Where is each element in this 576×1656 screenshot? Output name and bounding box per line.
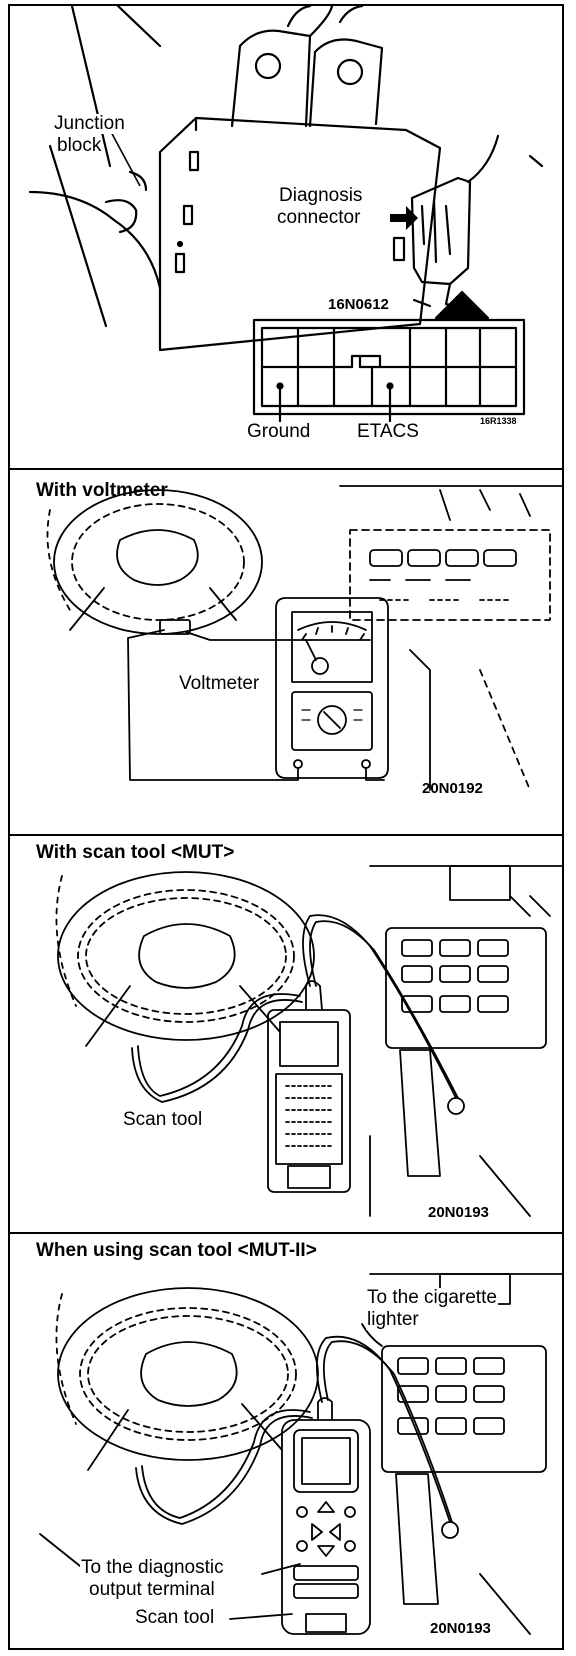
scan-tool-label: Scan tool: [122, 1109, 204, 1130]
panel-voltmeter: With voltmeter Voltmeter 20N0192: [10, 470, 562, 834]
pointer-arrow-icon: [390, 206, 418, 230]
cigarette-lighter-label-2: lighter: [366, 1309, 420, 1330]
etacs-label: ETACS: [356, 421, 420, 442]
figure-code-20n0192: 20N0192: [422, 780, 483, 797]
scan-tool-mut-illustration: [55, 865, 562, 1217]
scan-tool-mut-ii-illustration: [39, 1273, 562, 1635]
diagnosis-connector-label-1: Diagnosis: [278, 185, 364, 206]
figure-frame: [8, 4, 564, 1650]
figure-code-16n0612: 16N0612: [328, 296, 389, 313]
figure-code-20n0193-b: 20N0193: [430, 1620, 491, 1637]
diagnosis-connector-label-2: connector: [276, 207, 362, 228]
scan-tool-mut-panel-title: With scan tool <MUT>: [36, 842, 235, 863]
voltmeter-panel-title: With voltmeter: [36, 480, 168, 501]
panel-junction-block: Junction block Diagnosis connector 16N06…: [10, 6, 562, 468]
scan-tool-mut-ii-panel-title: When using scan tool <MUT-II>: [36, 1240, 317, 1261]
junction-block-label-1: Junction: [53, 113, 126, 134]
junction-block-illustration: [28, 6, 544, 424]
divider-3: [8, 1232, 564, 1234]
figure-code-20n0193-a: 20N0193: [428, 1204, 489, 1221]
small-figure-code: 16R1338: [480, 416, 517, 426]
cigarette-lighter-label-1: To the cigarette: [366, 1287, 498, 1308]
divider-2: [8, 834, 564, 836]
diagnostic-terminal-label-1: To the diagnostic: [80, 1557, 225, 1578]
voltmeter-label: Voltmeter: [178, 673, 261, 694]
diagnostic-terminal-label-2: output terminal: [88, 1579, 216, 1600]
panel-scan-tool-mut: With scan tool <MUT> Scan tool 20N0193: [10, 836, 562, 1232]
scan-tool-ii-label: Scan tool: [134, 1607, 216, 1628]
voltmeter-illustration: [46, 485, 562, 791]
panel-scan-tool-mut-ii: When using scan tool <MUT-II> To the cig…: [10, 1234, 562, 1648]
divider-1: [8, 468, 564, 470]
ground-label: Ground: [246, 421, 312, 442]
junction-block-label-2: block: [56, 135, 103, 156]
